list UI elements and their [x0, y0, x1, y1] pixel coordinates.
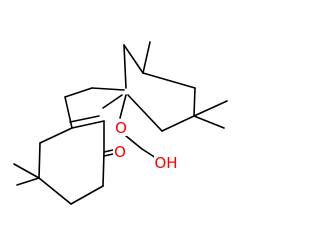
- bond-layer: [13, 41, 228, 205]
- bond-enone-left-1: [64, 96, 73, 129]
- bond-gem-methyl-right-2: [193, 115, 225, 129]
- bond-bridgehead-to-fusion: [102, 94, 123, 109]
- bond-ring-left-1: [39, 127, 73, 144]
- bond-ring-left-2: [38, 142, 41, 179]
- bond-carbonyl-1: [103, 149, 114, 153]
- bond-enone-double-2: [69, 115, 100, 123]
- bond-ring-right-1: [142, 72, 196, 89]
- bond-carbonyl-2: [103, 153, 114, 157]
- bond-bridge-top-1: [123, 44, 144, 74]
- bond-ring-left-3: [38, 177, 72, 205]
- bond-bridgehead-down: [119, 94, 127, 119]
- bond-ring-right-4: [127, 94, 163, 132]
- bond-chain-2: [141, 148, 157, 159]
- hydroxyl-label: OH: [154, 154, 177, 172]
- bond-ring-right-3: [161, 115, 195, 132]
- bond-chain-1: [125, 135, 143, 150]
- bond-bridge-top-2: [123, 44, 127, 89]
- bond-bridge-left-2: [91, 87, 125, 91]
- bond-gem-methyl-right-1: [193, 100, 228, 117]
- molecule-structure: O O OH: [13, 41, 228, 205]
- label-mask-hydroxyl: [154, 155, 178, 171]
- bond-gem-methyl-left-1: [16, 177, 40, 186]
- bond-ring-left-4: [70, 185, 104, 205]
- label-mask-ketone: [113, 143, 127, 159]
- label-mask-ether: [114, 120, 128, 136]
- bond-ring-right-2: [193, 87, 196, 117]
- bond-ring-left-5: [102, 151, 105, 187]
- oxygen-ether-label: O: [115, 119, 127, 137]
- oxygen-ketone-label: O: [114, 143, 126, 161]
- bond-enone-double-1: [71, 120, 105, 129]
- atom-label-layer: O O OH: [113, 119, 178, 172]
- bond-gem-methyl-left-2: [13, 163, 40, 179]
- bond-bridge-left-1: [64, 87, 93, 98]
- bond-methyl-bridgehead: [142, 41, 151, 74]
